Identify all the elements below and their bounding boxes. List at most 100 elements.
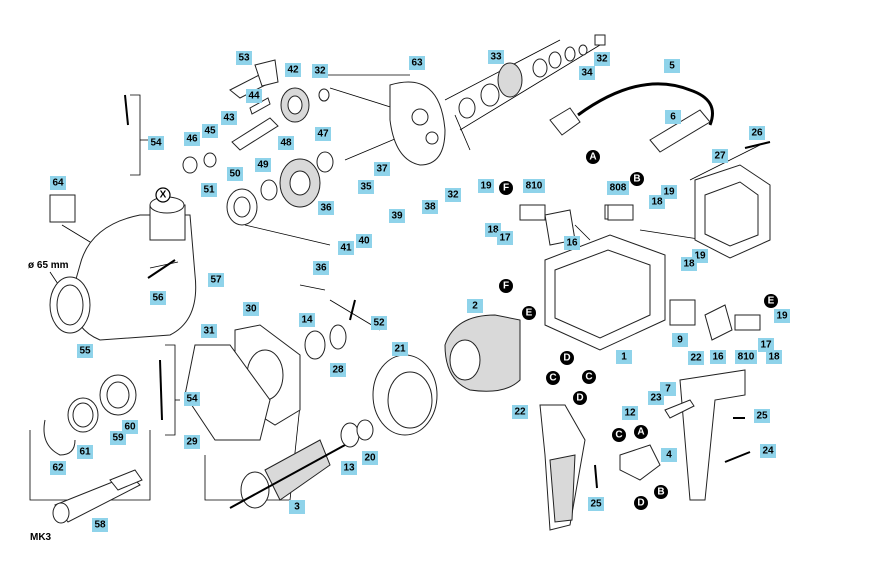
- part-label-24: 24: [760, 444, 776, 458]
- part-label-18: 18: [766, 350, 782, 364]
- svg-text:57: 57: [210, 275, 222, 286]
- svg-text:32: 32: [447, 190, 459, 201]
- switch: [619, 444, 661, 481]
- svg-text:D: D: [576, 393, 583, 404]
- svg-text:F: F: [503, 183, 509, 194]
- svg-text:9: 9: [677, 335, 683, 346]
- motor-bearing-stack: [458, 34, 606, 119]
- svg-text:38: 38: [424, 202, 436, 213]
- svg-text:49: 49: [257, 160, 269, 171]
- part-label-57: 57: [208, 273, 224, 287]
- part-label-53: 53: [236, 51, 252, 65]
- svg-text:26: 26: [751, 128, 763, 139]
- part-label-59: 59: [110, 431, 126, 445]
- spindle-bearings: [43, 374, 137, 456]
- part-label-29: 29: [184, 435, 200, 449]
- part-label-810: 810: [523, 179, 545, 193]
- svg-text:13: 13: [343, 463, 355, 474]
- svg-text:31: 31: [203, 326, 215, 337]
- part-label-6: 6: [665, 110, 681, 124]
- handles: [539, 369, 746, 531]
- part-label-36: 36: [313, 261, 329, 275]
- svg-text:19: 19: [663, 187, 675, 198]
- part-label-32: 32: [594, 52, 610, 66]
- svg-text:51: 51: [203, 185, 215, 196]
- part-label-35: 35: [358, 180, 374, 194]
- part-label-27: 27: [712, 149, 728, 163]
- part-label-61: 61: [77, 445, 93, 459]
- part-label-16: 16: [564, 236, 580, 250]
- part-label-42: 42: [285, 63, 301, 77]
- svg-text:20: 20: [364, 453, 376, 464]
- svg-text:47: 47: [317, 129, 329, 140]
- part-label-36: 36: [318, 201, 334, 215]
- connector-b: B: [654, 485, 668, 499]
- part-label-60: 60: [122, 420, 138, 434]
- gears-upper: [182, 87, 334, 226]
- label-plates: [49, 194, 634, 223]
- svg-text:36: 36: [320, 203, 332, 214]
- svg-text:42: 42: [287, 65, 299, 76]
- svg-text:34: 34: [581, 68, 593, 79]
- taper-label: MK3: [30, 532, 52, 543]
- svg-text:B: B: [657, 487, 664, 498]
- svg-text:30: 30: [245, 304, 257, 315]
- armature: [229, 419, 374, 509]
- svg-text:D: D: [563, 353, 570, 364]
- connector-b: B: [630, 172, 644, 186]
- part-label-54: 54: [184, 392, 200, 406]
- svg-text:64: 64: [52, 178, 64, 189]
- svg-text:59: 59: [112, 433, 124, 444]
- svg-text:12: 12: [624, 408, 636, 419]
- part-label-39: 39: [389, 209, 405, 223]
- dimension-label: ø 65 mm: [28, 260, 69, 271]
- svg-text:23: 23: [650, 393, 662, 404]
- part-label-22: 22: [688, 351, 704, 365]
- part-label-12: 12: [622, 406, 638, 420]
- part-label-48: 48: [278, 136, 294, 150]
- svg-text:28: 28: [332, 365, 344, 376]
- svg-text:17: 17: [499, 233, 511, 244]
- part-label-14: 14: [299, 313, 315, 327]
- part-label-21: 21: [392, 342, 408, 356]
- connector-d: D: [560, 351, 574, 365]
- svg-text:C: C: [585, 372, 592, 383]
- svg-text:19: 19: [776, 311, 788, 322]
- svg-text:25: 25: [590, 499, 602, 510]
- connector-c: C: [612, 428, 626, 442]
- svg-text:810: 810: [526, 181, 543, 192]
- svg-text:27: 27: [714, 151, 726, 162]
- svg-text:46: 46: [186, 134, 198, 145]
- svg-text:14: 14: [301, 315, 313, 326]
- connector-e: E: [522, 306, 536, 320]
- part-label-19: 19: [774, 309, 790, 323]
- svg-text:A: A: [637, 427, 644, 438]
- svg-text:2: 2: [472, 301, 478, 312]
- part-label-13: 13: [341, 461, 357, 475]
- part-label-46: 46: [184, 132, 200, 146]
- part-label-43: 43: [221, 111, 237, 125]
- part-label-16: 16: [710, 350, 726, 364]
- svg-text:43: 43: [223, 113, 235, 124]
- screws: [124, 94, 771, 489]
- part-label-37: 37: [374, 162, 390, 176]
- motor-bearings: [304, 324, 347, 360]
- part-label-25: 25: [588, 497, 604, 511]
- svg-text:36: 36: [315, 263, 327, 274]
- connector-x: X: [155, 187, 171, 203]
- svg-text:22: 22: [690, 353, 702, 364]
- svg-text:48: 48: [280, 138, 292, 149]
- svg-text:4: 4: [666, 450, 672, 461]
- svg-text:6: 6: [670, 112, 676, 123]
- svg-text:B: B: [633, 174, 640, 185]
- part-label-50: 50: [227, 167, 243, 181]
- svg-text:32: 32: [596, 54, 608, 65]
- part-label-19: 19: [478, 179, 494, 193]
- svg-text:17: 17: [760, 340, 772, 351]
- gear-housing: [49, 196, 197, 341]
- part-label-47: 47: [315, 127, 331, 141]
- motor-housing: [544, 204, 696, 351]
- part-label-18: 18: [649, 195, 665, 209]
- svg-text:37: 37: [376, 164, 388, 175]
